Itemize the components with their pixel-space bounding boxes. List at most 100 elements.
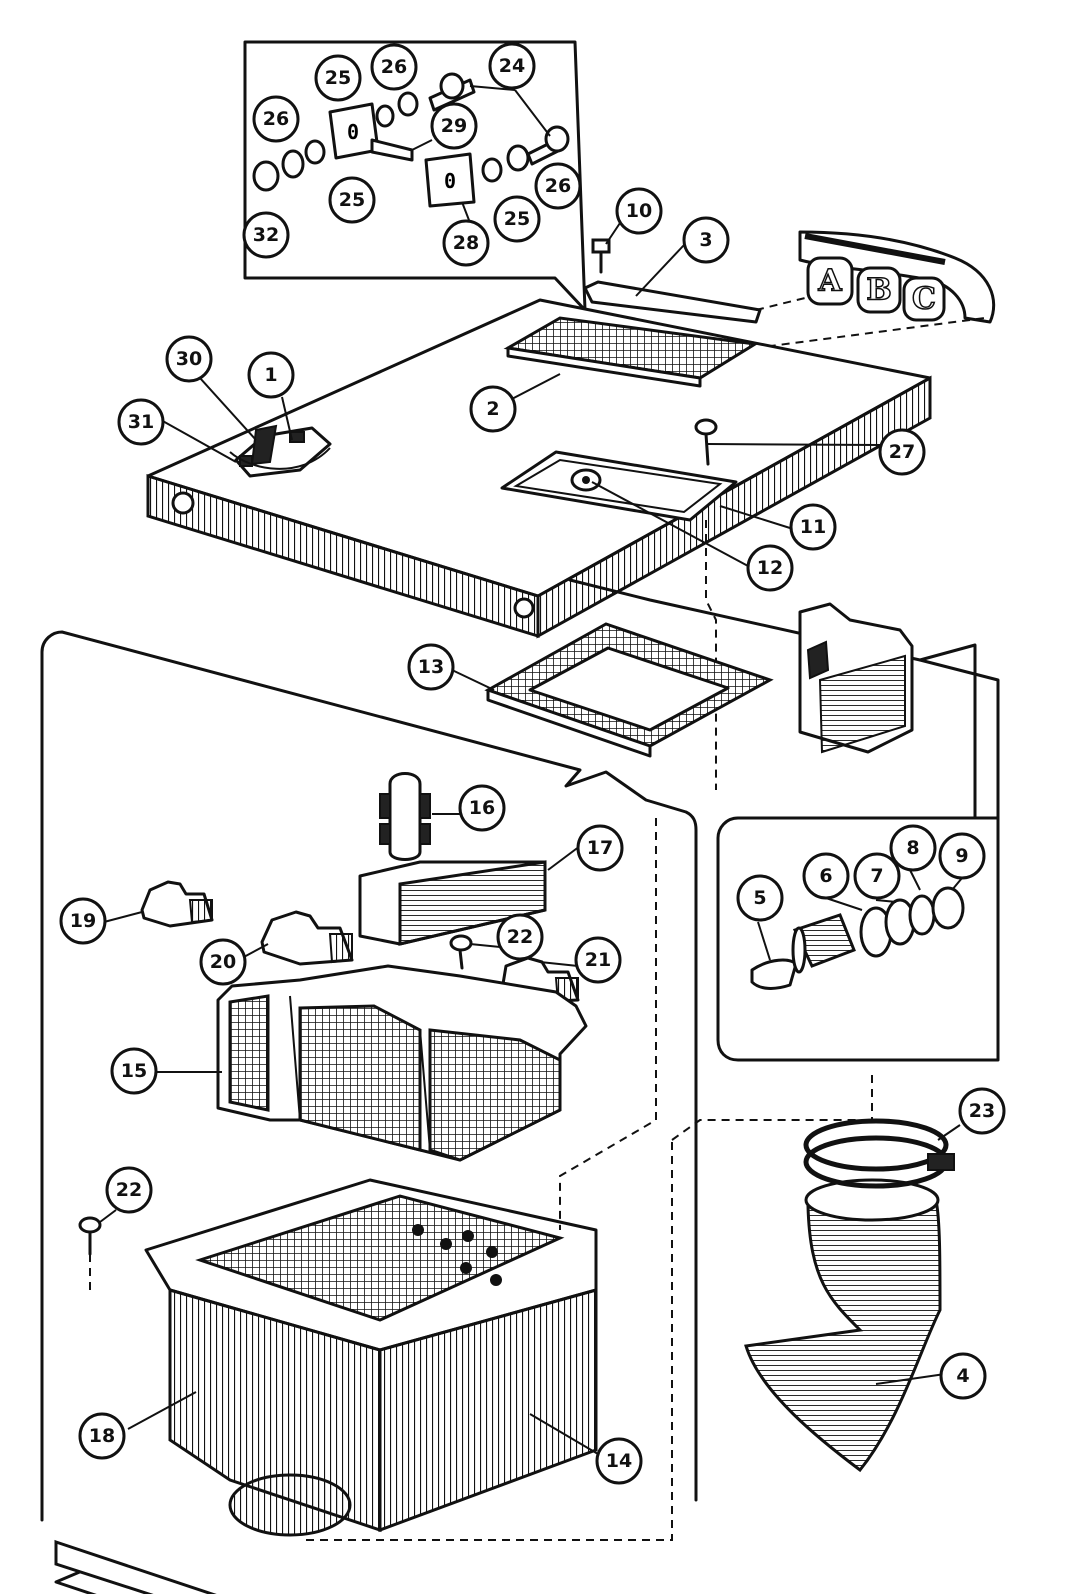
- svg-text:26: 26: [381, 56, 407, 78]
- svg-text:30: 30: [176, 348, 202, 370]
- screw-27: [694, 418, 718, 466]
- frame-13: [484, 622, 774, 758]
- svg-text:C: C: [912, 282, 936, 317]
- housing-14: [144, 1178, 598, 1537]
- fitting-5: [750, 913, 856, 990]
- washer-8: [908, 894, 936, 936]
- svg-text:17: 17: [587, 837, 613, 859]
- svg-text:25: 25: [325, 67, 351, 89]
- callout-1: 1: [247, 351, 295, 399]
- svg-text:6: 6: [819, 865, 832, 887]
- svg-text:21: 21: [585, 949, 611, 971]
- callout-30: 30: [165, 335, 213, 383]
- svg-text:2: 2: [486, 398, 499, 420]
- svg-text:1: 1: [264, 364, 277, 386]
- callout-9: 9: [938, 832, 986, 880]
- callout-2: 2: [469, 385, 517, 433]
- svg-text:16: 16: [469, 797, 495, 819]
- callout-7: 7: [853, 852, 901, 900]
- svg-text:15: 15: [121, 1060, 147, 1082]
- float-16: [379, 772, 431, 861]
- plate-18: [54, 1539, 217, 1594]
- screw-22-upper: [449, 934, 473, 970]
- svg-text:26: 26: [263, 108, 289, 130]
- svg-text:27: 27: [889, 441, 915, 463]
- svg-text:24: 24: [499, 55, 525, 77]
- callout-15: 15: [110, 1047, 158, 1095]
- callout-22b: 22: [496, 913, 544, 961]
- svg-text:19: 19: [70, 910, 96, 932]
- callout-8: 8: [889, 824, 937, 872]
- callout-10: 10: [615, 187, 663, 235]
- basket-15: [216, 964, 588, 1162]
- callout-25c: 25: [493, 195, 541, 243]
- callout-29: 29: [430, 102, 478, 150]
- svg-text:12: 12: [757, 557, 783, 579]
- letter-tile-c: C: [902, 276, 946, 322]
- callout-24a: 24: [488, 42, 536, 90]
- svg-text:7: 7: [870, 865, 883, 887]
- svg-text:29: 29: [441, 115, 467, 137]
- svg-text:9: 9: [955, 845, 968, 867]
- lock-washer-26b: [397, 91, 419, 117]
- svg-text:5: 5: [753, 887, 766, 909]
- callout-13: 13: [407, 643, 455, 691]
- nut-32: [252, 160, 280, 192]
- mounting-plate-upper: 0: [328, 102, 414, 162]
- deck-lid: [146, 298, 932, 639]
- weir-channel: [798, 602, 914, 754]
- callout-25b: 25: [328, 176, 376, 224]
- grate-2: [503, 316, 760, 388]
- callout-23: 23: [958, 1087, 1006, 1135]
- callout-20: 20: [199, 938, 247, 986]
- svg-text:8: 8: [906, 837, 919, 859]
- mounting-plate-lower: 0: [424, 152, 476, 208]
- svg-text:13: 13: [418, 656, 444, 678]
- svg-text:25: 25: [339, 189, 365, 211]
- plate-mark-lower: 0: [444, 169, 456, 193]
- svg-text:A: A: [817, 264, 842, 299]
- callout-31: 31: [117, 398, 165, 446]
- callout-4: 4: [939, 1352, 987, 1400]
- callout-3: 3: [682, 216, 730, 264]
- washer-25b: [375, 104, 395, 128]
- callout-12: 12: [746, 544, 794, 592]
- block-17: [358, 860, 547, 946]
- svg-text:26: 26: [545, 175, 571, 197]
- clamp-23: [803, 1118, 955, 1189]
- callout-28: 28: [442, 219, 490, 267]
- svg-text:22: 22: [116, 1179, 142, 1201]
- callout-21: 21: [574, 936, 622, 984]
- callout-11: 11: [789, 503, 837, 551]
- callout-26a: 26: [370, 43, 418, 91]
- access-plate-11: [500, 450, 738, 522]
- elbow-4: [744, 1178, 942, 1473]
- svg-text:31: 31: [128, 411, 154, 433]
- svg-text:3: 3: [699, 229, 712, 251]
- letter-tile-a: A: [806, 256, 854, 306]
- svg-text:10: 10: [626, 200, 652, 222]
- hardware-detail-frame: 0 0: [243, 40, 587, 312]
- screw-22-lower: [78, 1216, 102, 1256]
- callout-14: 14: [595, 1437, 643, 1485]
- lock-washer-26: [281, 149, 305, 179]
- callout-27: 27: [878, 428, 926, 476]
- washer-25: [304, 139, 326, 165]
- clip-20: [260, 910, 354, 966]
- callout-19: 19: [59, 897, 107, 945]
- svg-text:23: 23: [969, 1100, 995, 1122]
- clip-19: [140, 880, 214, 928]
- svg-text:25: 25: [504, 208, 530, 230]
- callout-25a: 25: [314, 54, 362, 102]
- svg-text:20: 20: [210, 951, 236, 973]
- callout-26b: 26: [252, 95, 300, 143]
- callout-5: 5: [736, 874, 784, 922]
- callout-26c: 26: [534, 162, 582, 210]
- callout-18: 18: [78, 1412, 126, 1460]
- svg-text:B: B: [866, 273, 891, 308]
- callout-16: 16: [458, 784, 506, 832]
- hinge-1: [229, 424, 332, 478]
- bracket-3: [583, 280, 762, 324]
- callout-17: 17: [576, 824, 624, 872]
- letter-holder: A B C: [798, 230, 996, 324]
